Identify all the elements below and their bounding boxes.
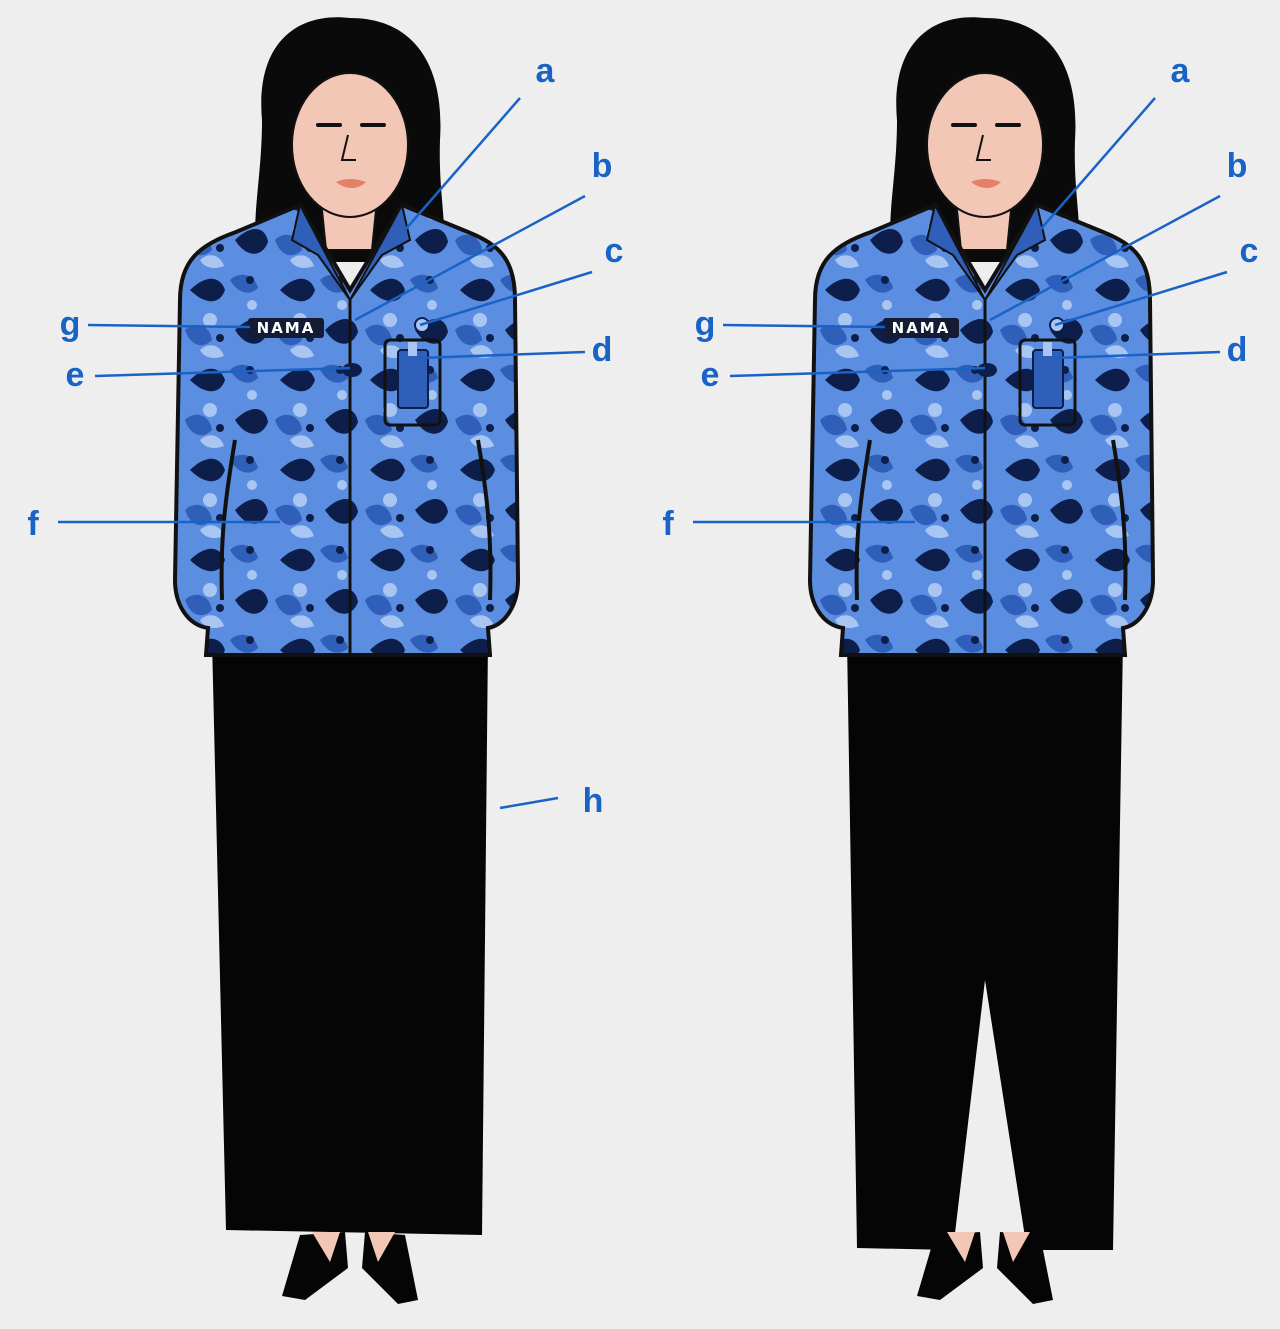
callout-label-c: c — [1240, 232, 1259, 270]
button — [342, 363, 362, 377]
pocket-clip — [1043, 342, 1052, 356]
callout-label-f: f — [27, 505, 39, 543]
nametag-label: NAMA — [257, 319, 316, 337]
callout-label-d: d — [592, 331, 613, 369]
callout-label-c: c — [605, 232, 624, 270]
callout-label-h: h — [583, 782, 604, 820]
callout-label-a: a — [1171, 52, 1191, 90]
callout-label-g: g — [60, 305, 81, 343]
button — [977, 363, 997, 377]
callout-label-e: e — [66, 356, 85, 394]
face — [927, 73, 1043, 217]
callout-label-b: b — [1227, 147, 1248, 185]
callout-label-b: b — [592, 147, 613, 185]
callout-label-d: d — [1227, 331, 1248, 369]
callout-label-a: a — [536, 52, 556, 90]
callout-label-g: g — [695, 305, 716, 343]
face — [292, 73, 408, 217]
nametag-label: NAMA — [892, 319, 951, 337]
callout-label-f: f — [662, 505, 674, 543]
callout-label-e: e — [701, 356, 720, 394]
skirt — [212, 640, 488, 1235]
pocket-clip — [408, 342, 417, 356]
